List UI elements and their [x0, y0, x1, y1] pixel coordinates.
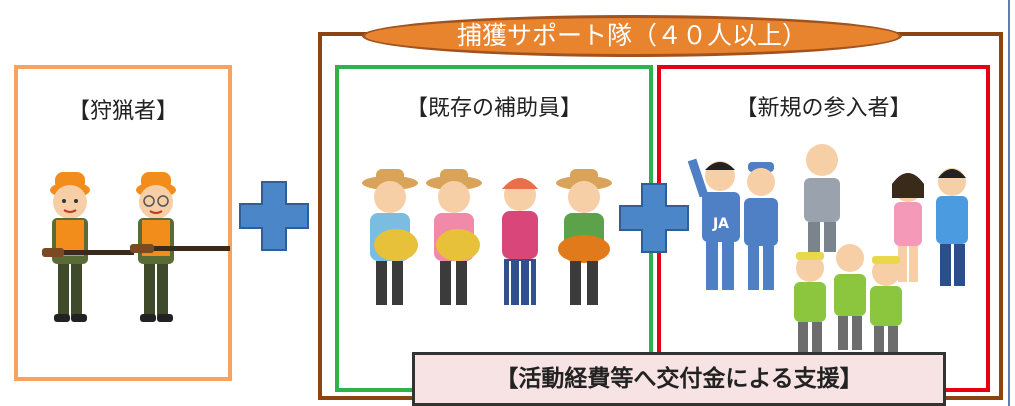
support-funding-box	[412, 352, 946, 406]
ja-worker-figure	[744, 162, 778, 290]
farmer-figure	[426, 169, 482, 305]
woman-figure	[892, 173, 924, 282]
right-edge-line	[1008, 0, 1010, 406]
support-team-title: 捕獲サポート隊（４０人以上）	[456, 21, 807, 50]
hunters-box	[14, 65, 232, 381]
existing-helpers-label: 【既存の補助員】	[405, 96, 582, 121]
senior-volunteer-figure	[870, 256, 902, 354]
new-entrants-label: 【新規の参入者】	[735, 96, 912, 121]
farmer-figure	[362, 169, 418, 305]
senior-volunteer-figure	[834, 244, 866, 350]
ja-badge: JA	[712, 216, 729, 232]
ja-worker-figure	[687, 158, 740, 290]
farmer-figure	[556, 169, 612, 305]
plus-icon	[619, 183, 689, 253]
hunters-illustration	[42, 172, 230, 322]
support-funding-text: 【活動経費等へ交付金による支援】	[495, 366, 863, 392]
farmers-illustration	[362, 169, 612, 305]
hunters-label: 【狩猟者】	[67, 99, 178, 124]
plus-icon	[239, 181, 309, 251]
older-man-figure	[804, 144, 840, 252]
farmer-figure	[502, 178, 538, 305]
senior-volunteer-figure	[794, 252, 826, 352]
young-man-figure	[936, 168, 968, 286]
hunter-figure	[50, 172, 90, 322]
support-team-title-badge	[362, 15, 902, 57]
new-entrants-illustration: JA	[687, 144, 968, 354]
